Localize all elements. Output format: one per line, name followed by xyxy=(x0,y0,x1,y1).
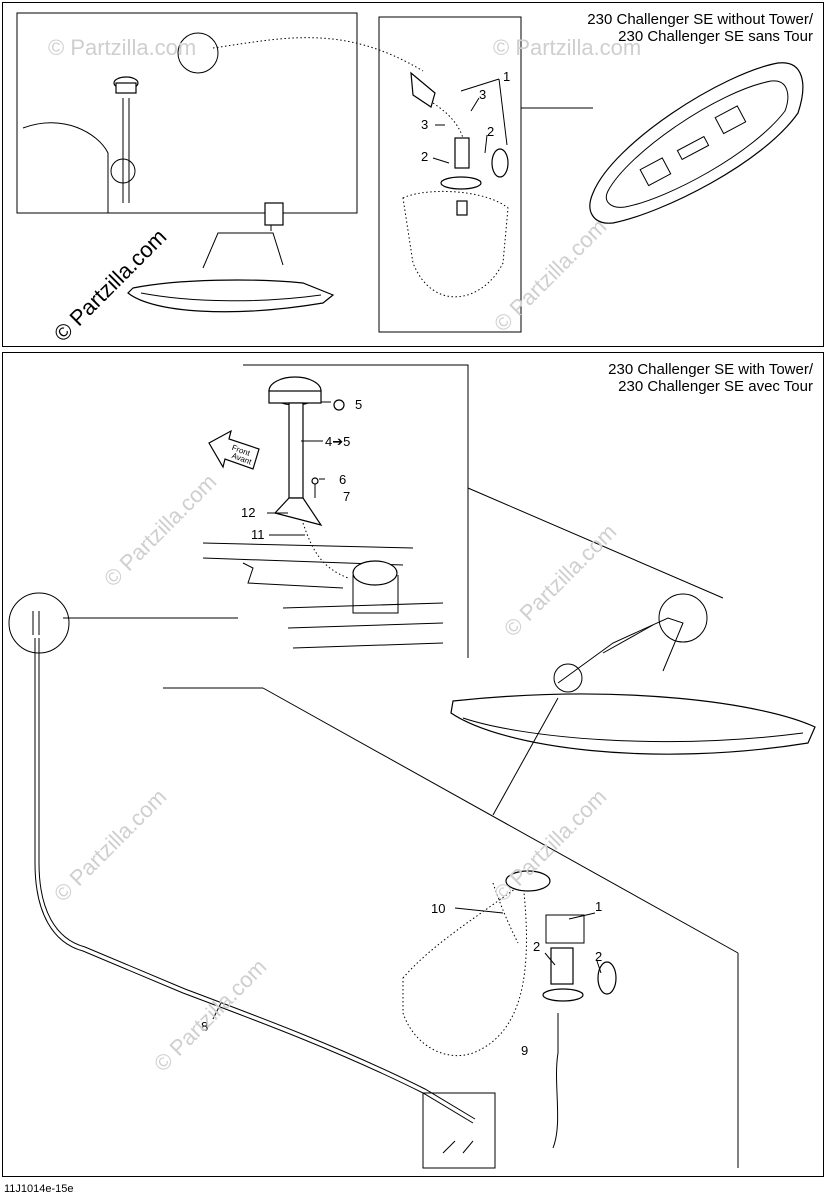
callout-12: 12 xyxy=(241,505,255,520)
caption-line-2: 230 Challenger SE avec Tour xyxy=(618,378,813,395)
boat-top-view xyxy=(589,62,804,224)
caption-line-2: 230 Challenger SE sans Tour xyxy=(618,28,813,45)
callout-3a: 3 xyxy=(479,87,486,102)
watermark: © Partzilla.com xyxy=(489,784,612,907)
tower-base-fitting xyxy=(352,560,398,586)
detail-circle-cable xyxy=(177,32,219,74)
detail-box-plug xyxy=(422,1092,496,1169)
caption-line-1: 230 Challenger SE with Tower/ xyxy=(608,361,813,378)
callout-3b: 3 xyxy=(421,117,428,132)
callout-5: 5 xyxy=(355,397,362,412)
boat-side-view xyxy=(127,202,335,313)
callout-4-5: 4➔5 xyxy=(325,434,350,449)
callout-9: 9 xyxy=(521,1043,528,1058)
callout-10: 10 xyxy=(431,901,445,916)
callout-7: 7 xyxy=(343,489,350,504)
detail-box-small xyxy=(264,202,284,226)
watermark: © Partzilla.com xyxy=(489,214,612,337)
watermark: © Partzilla.com xyxy=(499,519,622,642)
diagram-drawing-with-tower: Front Avant xyxy=(8,364,816,1169)
boat-with-tower xyxy=(450,593,816,755)
light-pole xyxy=(288,402,304,499)
diagram-drawing-without-tower: 1 2 2 3 3 © Partzilla.com © Partzilla.co… xyxy=(16,12,804,346)
diagram-panel-with-tower: Front Avant xyxy=(2,352,824,1177)
front-direction-arrow: Front Avant xyxy=(208,429,260,470)
detail-box-light-pole xyxy=(16,12,358,214)
callout-2a: 2 xyxy=(487,124,494,139)
socket-cap xyxy=(491,148,509,178)
panel-caption-with-tower: 230 Challenger SE with Tower/ 230 Challe… xyxy=(608,361,813,395)
diagram-code: 11J1014e-15e xyxy=(4,1183,74,1195)
callout-11: 11 xyxy=(251,527,265,542)
socket-body xyxy=(454,137,470,169)
callout-1: 1 xyxy=(503,69,510,84)
socket-flange xyxy=(542,988,584,1002)
harness-cable xyxy=(34,638,474,1124)
socket-flange xyxy=(440,176,482,190)
callout-2b: 2 xyxy=(595,949,602,964)
socket-plug xyxy=(505,870,551,892)
callout-2a: 2 xyxy=(533,939,540,954)
socket-body xyxy=(550,947,574,985)
caption-line-1: 230 Challenger SE without Tower/ xyxy=(587,11,813,28)
watermark: © Partzilla.com xyxy=(99,469,222,592)
callout-6: 6 xyxy=(339,472,346,487)
watermark: © Partzilla.com xyxy=(49,784,172,907)
panel-caption-without-tower: 230 Challenger SE without Tower/ 230 Cha… xyxy=(587,11,813,45)
detail-box-connector xyxy=(378,16,522,333)
watermark: © Partzilla.com xyxy=(493,35,641,60)
detail-circle-base xyxy=(110,158,136,184)
callout-1: 1 xyxy=(595,899,602,914)
connector-plug xyxy=(410,71,436,108)
callout-2b: 2 xyxy=(421,149,428,164)
socket-cap xyxy=(597,961,617,995)
diagram-panel-without-tower: 1 2 2 3 3 © Partzilla.com © Partzilla.co… xyxy=(2,2,824,347)
watermark: © Partzilla.com xyxy=(48,35,196,60)
callout-8: 8 xyxy=(201,1019,208,1034)
